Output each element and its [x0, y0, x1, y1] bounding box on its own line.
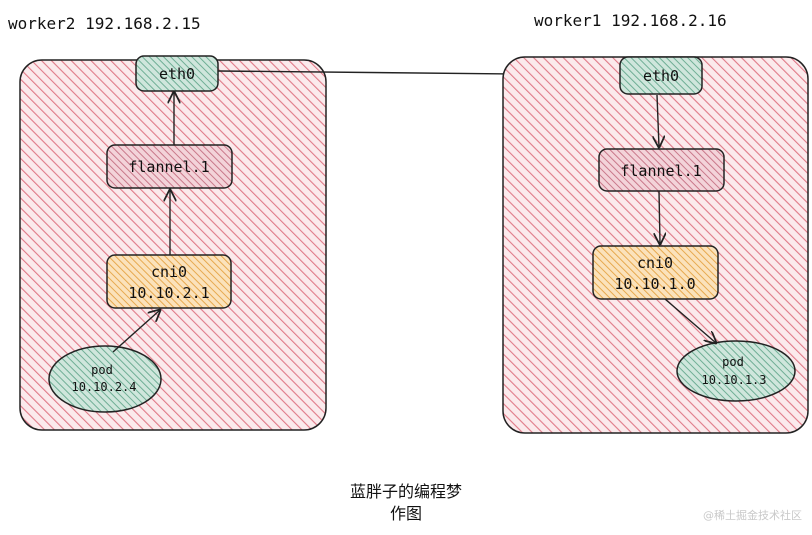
worker1-cni0-box [592, 245, 719, 300]
worker1-pod [676, 340, 796, 402]
worker2-title: worker2 192.168.2.15 [8, 14, 201, 33]
worker1-cni0-ip: 10.10.1.0 [614, 275, 695, 293]
worker2-flannel-box [106, 144, 233, 189]
worker2-cni0-ip: 10.10.2.1 [128, 284, 209, 302]
worker1-arrow-cni0-to-pod [664, 298, 716, 343]
worker2-arrow-pod-to-cni0 [112, 310, 160, 353]
worker2-pod [48, 345, 162, 413]
worker1-flannel-label: flannel.1 [620, 162, 701, 180]
worker2-cni0-box [106, 254, 232, 309]
worker1-cni0-name: cni0 [637, 254, 673, 272]
caption-line-2: 作图 [389, 504, 422, 523]
worker2-flannel-label: flannel.1 [128, 158, 209, 176]
worker1-pod-name: pod [722, 355, 744, 369]
worker2-pod-name: pod [91, 363, 113, 377]
worker1-arrow-flannel-to-cni0 [659, 190, 660, 244]
worker1-pod-ip: 10.10.1.3 [701, 373, 766, 387]
worker1-flannel-box [598, 148, 725, 192]
worker1-eth0-label: eth0 [643, 67, 679, 85]
caption-line-1: 蓝胖子的编程梦 [349, 482, 462, 501]
worker2-pod-ip: 10.10.2.4 [71, 380, 136, 394]
worker1-title: worker1 192.168.2.16 [534, 11, 727, 30]
worker1-arrow-eth0-to-flannel [657, 94, 659, 147]
watermark: @稀土掘金技术社区 [703, 509, 802, 522]
worker2-eth0-label: eth0 [159, 65, 195, 83]
worker1-eth0-box [619, 56, 703, 95]
worker2-cni0-name: cni0 [151, 263, 187, 281]
